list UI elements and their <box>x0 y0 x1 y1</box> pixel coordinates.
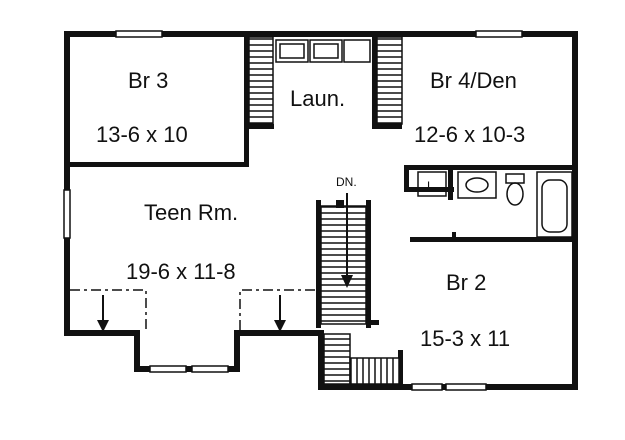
window-bay-right <box>191 365 229 373</box>
down-arrow-right-icon <box>274 320 286 332</box>
br2-name: Br 2 <box>446 270 486 295</box>
sink <box>465 177 489 193</box>
br4-name: Br 4/Den <box>430 68 517 93</box>
bathtub <box>536 171 573 238</box>
stairs-label: DN. <box>336 175 357 189</box>
down-arrow-left-icon <box>97 320 109 332</box>
laundry-name: Laun. <box>290 86 345 111</box>
window-br3 <box>115 30 163 38</box>
linen-label: L. <box>427 179 437 193</box>
washer <box>275 39 309 63</box>
teen-size: 19-6 x 11-8 <box>126 259 236 284</box>
window-bay-left <box>149 365 187 373</box>
linen-closet <box>417 171 447 197</box>
closet-br4 <box>376 36 403 125</box>
window-br2-right <box>445 383 487 391</box>
toilet-bowl <box>506 182 524 206</box>
window-br2-left <box>411 383 443 391</box>
windows <box>63 30 523 391</box>
br4-size: 12-6 x 10-3 <box>414 122 525 147</box>
teen-name: Teen Rm. <box>144 200 238 225</box>
laundry-appliances <box>275 39 371 63</box>
bath-fixtures <box>417 171 573 238</box>
dryer <box>309 39 343 63</box>
stairs <box>320 193 367 325</box>
room-labels: Br 3 13-6 x 10 Laun. Br 4/Den 12-6 x 10-… <box>96 68 525 351</box>
toilet-tank <box>505 173 525 184</box>
closet-stair-bottom <box>323 333 351 385</box>
stair-arrow-head <box>341 275 353 288</box>
closet-br3 <box>248 36 274 125</box>
br3-name: Br 3 <box>128 68 168 93</box>
br2-size: 15-3 x 11 <box>420 326 510 351</box>
closets <box>248 36 403 385</box>
closet-stair-bottom-right <box>349 357 401 385</box>
laundry-counter <box>343 39 371 63</box>
window-br4 <box>475 30 523 38</box>
window-teen-left <box>63 189 71 239</box>
vanity <box>457 171 497 199</box>
stair-run <box>320 205 367 325</box>
bay-indicators <box>70 289 316 332</box>
br3-size: 13-6 x 10 <box>96 122 188 147</box>
interior-walls <box>64 37 578 384</box>
